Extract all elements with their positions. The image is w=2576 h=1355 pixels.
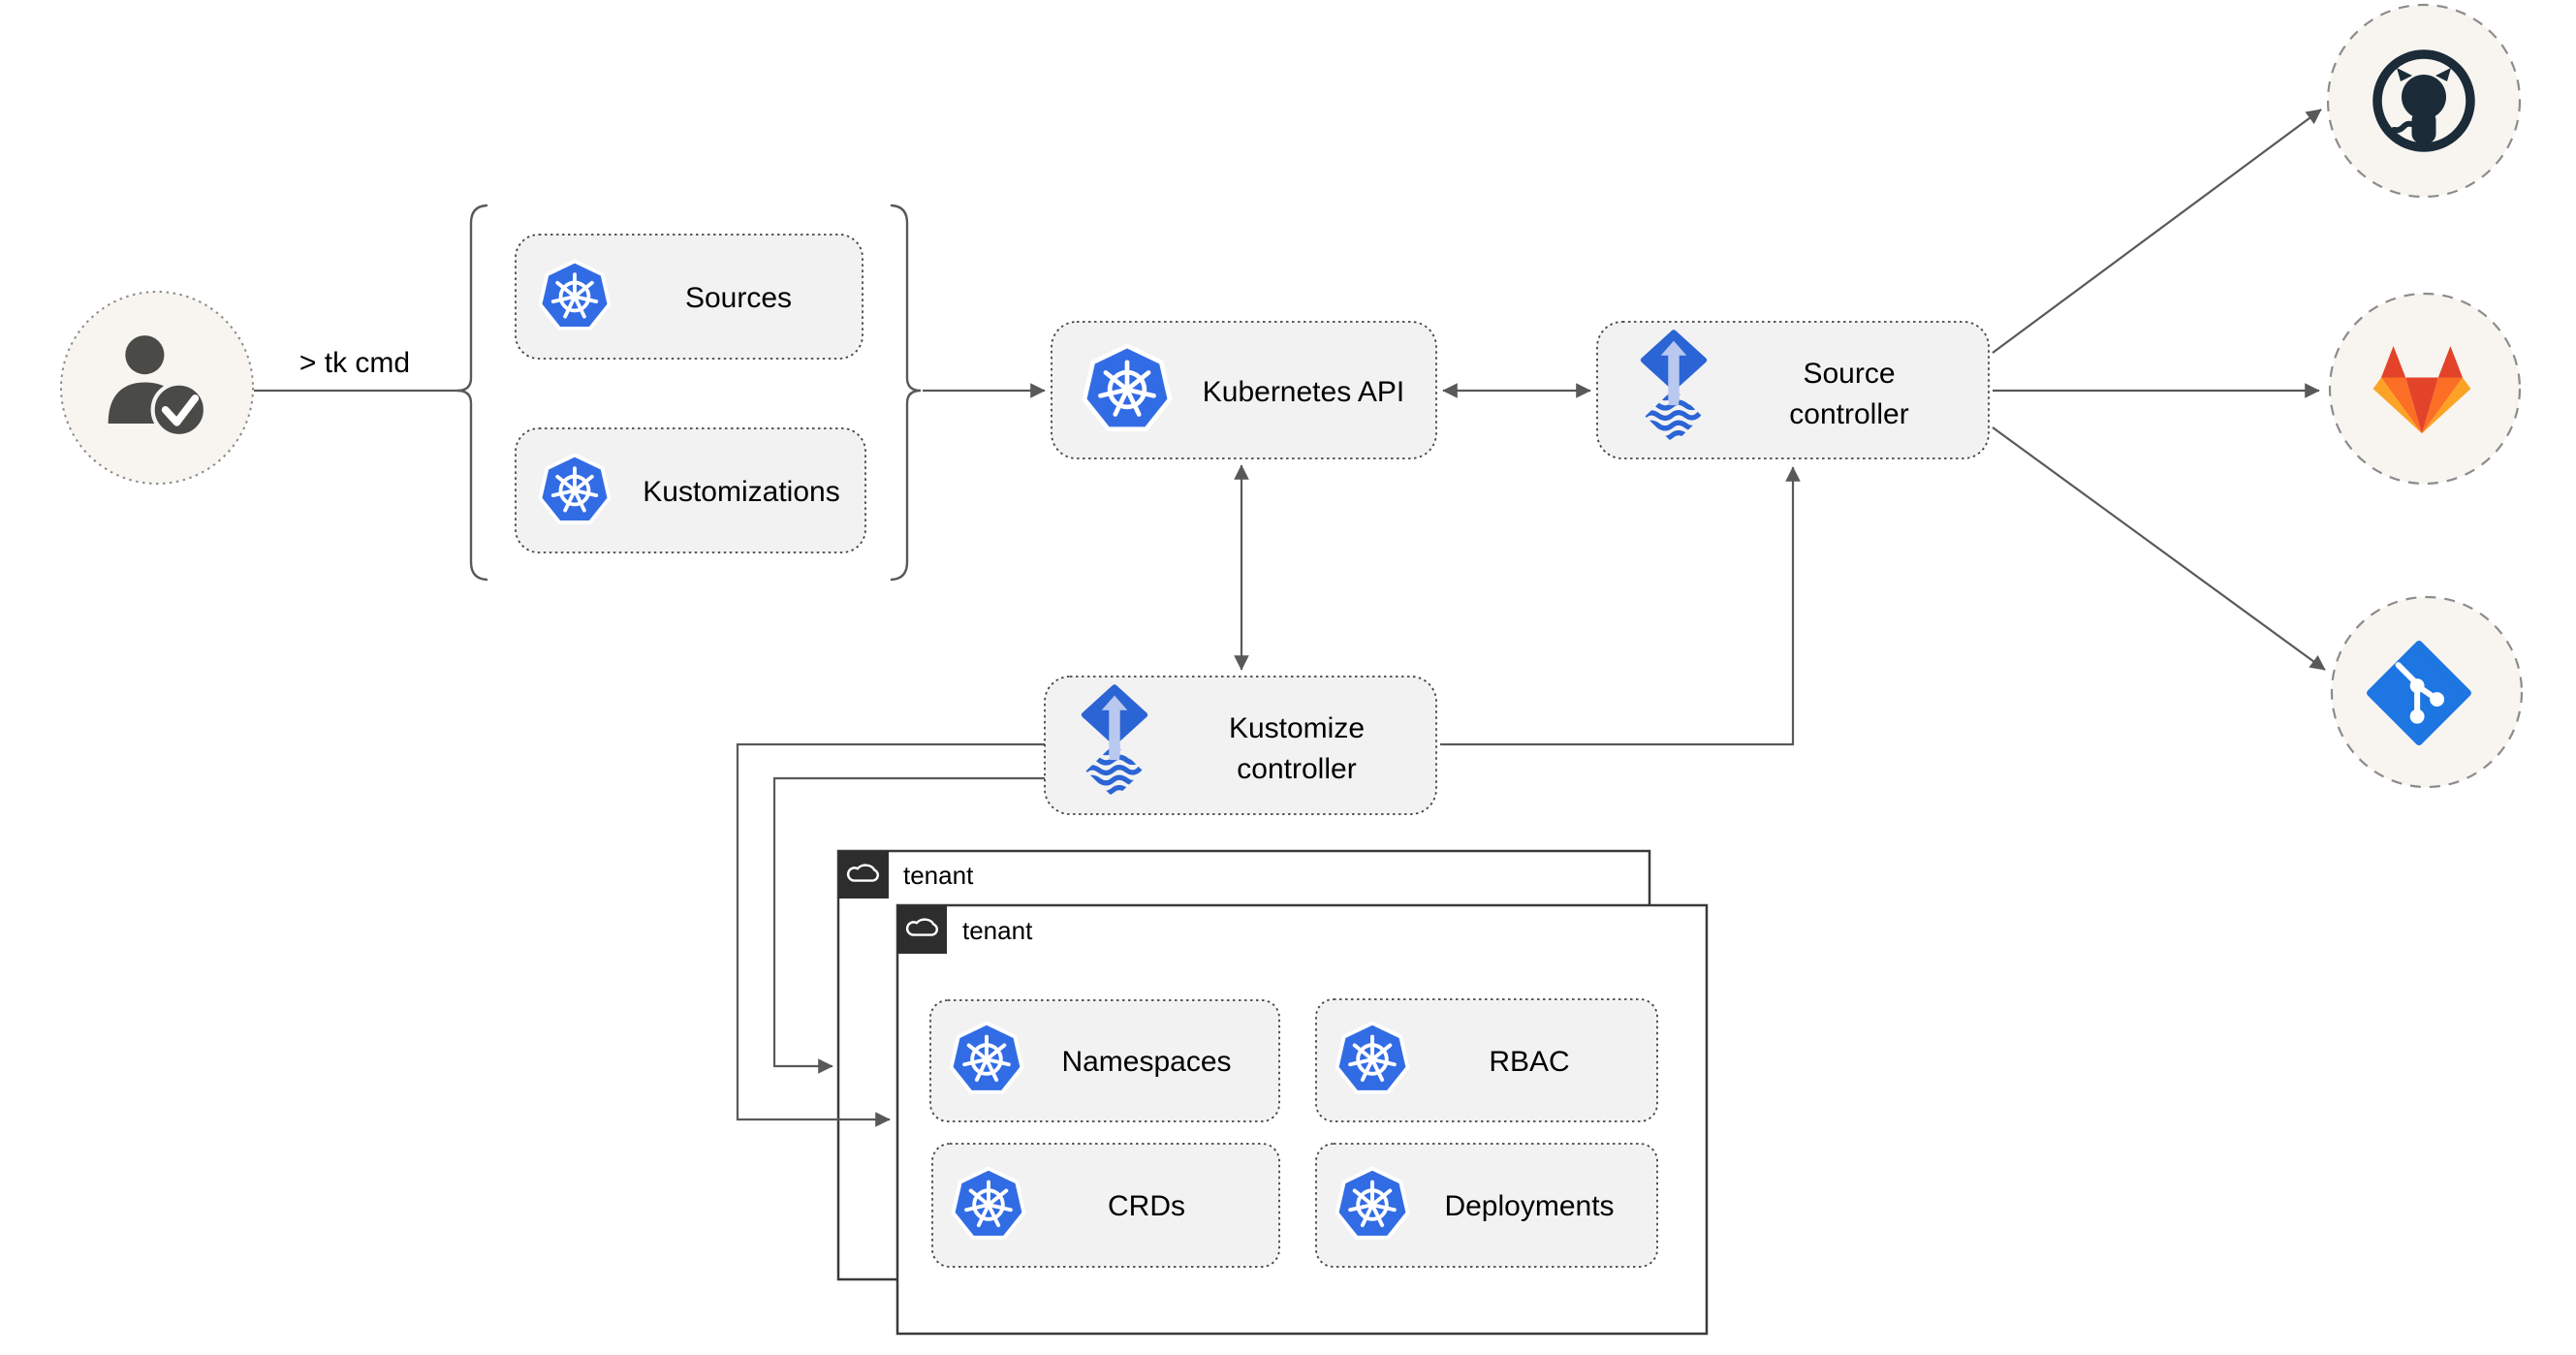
- edge-source-to-git: [1992, 426, 2326, 671]
- resource-namespaces: Namespaces: [929, 999, 1280, 1122]
- resource-rbac-label: RBAC: [1489, 1046, 1569, 1078]
- resource-namespaces-label: Namespaces: [1061, 1046, 1231, 1078]
- node-source-controller: Source controller: [1596, 321, 1990, 459]
- node-kustomize-controller-label-line1: Kustomize: [1229, 712, 1365, 744]
- edge-kustomize-to-tenant-front: [736, 742, 1045, 1127]
- node-sources-label: Sources: [685, 282, 792, 314]
- left-brace: [456, 204, 488, 582]
- node-kustomize-controller-label-line2: controller: [1237, 753, 1356, 785]
- edge-kustomize-to-tenant-back: [772, 776, 1045, 1074]
- node-kubernetes-api: Kubernetes API: [1051, 321, 1437, 459]
- repo-gitlab: [2328, 292, 2522, 486]
- edge-source-to-github: [1992, 109, 2322, 354]
- node-kubernetes-api-label: Kubernetes API: [1203, 376, 1404, 408]
- kubernetes-icon: [538, 259, 612, 331]
- kubernetes-icon: [951, 1166, 1026, 1240]
- node-source-controller-label-line1: Source: [1803, 358, 1895, 390]
- tenant-front-header: [897, 905, 947, 954]
- resource-crds: CRDs: [931, 1143, 1280, 1268]
- resource-rbac: RBAC: [1315, 998, 1658, 1122]
- kubernetes-icon: [1335, 1021, 1410, 1094]
- resource-deployments: Deployments: [1315, 1143, 1658, 1268]
- node-kustomizations-label: Kustomizations: [643, 476, 839, 508]
- edge-kustomize-to-source: [1440, 466, 1801, 746]
- tenant-front-label: tenant: [962, 916, 1033, 945]
- repo-github: [2326, 3, 2522, 199]
- node-kustomize-controller: Kustomize controller: [1044, 676, 1437, 815]
- resource-deployments-label: Deployments: [1444, 1190, 1614, 1222]
- node-kustomizations: Kustomizations: [515, 427, 866, 553]
- cli-command-label: > tk cmd: [299, 347, 410, 379]
- resource-crds-label: CRDs: [1108, 1190, 1185, 1222]
- repo-git: [2330, 595, 2524, 789]
- right-brace: [890, 204, 922, 582]
- kubernetes-icon: [1084, 346, 1170, 429]
- kubernetes-icon: [949, 1021, 1024, 1094]
- node-source-controller-label-line2: controller: [1789, 398, 1908, 430]
- kubernetes-icon: [538, 453, 612, 524]
- tenant-back-label: tenant: [903, 861, 974, 890]
- kubernetes-icon: [1335, 1166, 1410, 1240]
- node-sources: Sources: [515, 234, 864, 360]
- actor-user: [60, 291, 254, 485]
- tenant-back-header: [838, 851, 889, 898]
